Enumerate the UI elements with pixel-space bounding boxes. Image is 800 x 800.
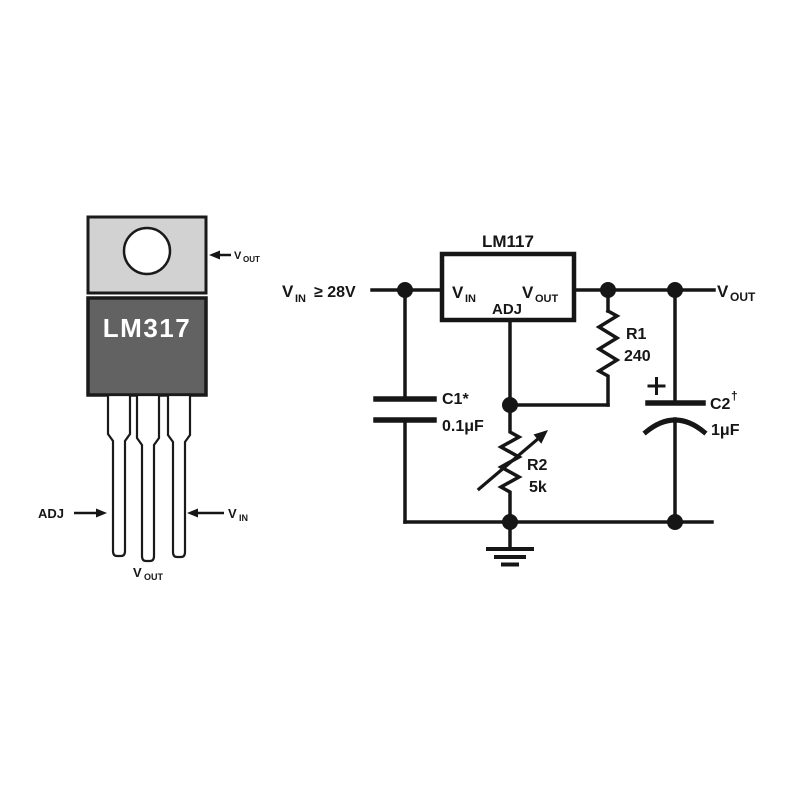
- vin-pin-label-base: V: [228, 506, 237, 521]
- adj-pin: [106, 393, 132, 558]
- chip-pin-vout-sub: OUT: [535, 293, 559, 305]
- r2-wiper-arrow-line: [476, 435, 542, 492]
- junction-dot: [397, 282, 413, 298]
- tab-pin-label-base: V: [234, 250, 242, 262]
- junction-dot: [502, 514, 518, 530]
- c2-capacitor-curved-plate: [642, 417, 708, 436]
- chip-pin-vin-sub: IN: [465, 293, 476, 305]
- output-label-base: V: [717, 282, 729, 301]
- input-label-base: V: [282, 282, 294, 301]
- r2-value: 5k: [529, 479, 547, 496]
- schematic-wires: [370, 251, 716, 567]
- vin-pin-label-sub: IN: [239, 513, 248, 523]
- c2-marker: †: [731, 389, 738, 403]
- c2-name: C2: [710, 396, 731, 413]
- vout-tab-arrowhead-icon: [209, 250, 220, 260]
- c2-value: 1μF: [711, 422, 740, 439]
- adj-callout: ADJ: [38, 506, 107, 521]
- chip-pin-adj: ADJ: [492, 301, 522, 318]
- vout-pin-callout: V OUT: [133, 565, 164, 582]
- c2-plus-icon: [647, 377, 666, 395]
- to220-package: LM317 V OUT ADJ V IN V: [38, 215, 260, 582]
- tab-pin-label-sub: OUT: [243, 255, 260, 264]
- part-number: LM317: [103, 313, 191, 343]
- adj-arrowhead-icon: [96, 508, 107, 518]
- chip-title: LM117: [482, 232, 534, 251]
- output-label-sub: OUT: [730, 290, 756, 304]
- adj-pin-label: ADJ: [38, 506, 64, 521]
- input-label-condition: ≥ 28V: [314, 284, 356, 301]
- r1-value: 240: [624, 348, 651, 365]
- input-label-sub: IN: [295, 293, 306, 305]
- vout-pin-label-base: V: [133, 565, 142, 580]
- regulator-box: [439, 251, 577, 323]
- c1-name: C1*: [442, 391, 469, 408]
- junction-dots: [397, 282, 683, 530]
- tab-vout-callout: V OUT: [209, 250, 260, 264]
- vout-pin-label-sub: OUT: [144, 572, 164, 582]
- vin-callout: V IN: [187, 506, 248, 523]
- r2-name: R2: [527, 457, 548, 474]
- package-body: [86, 296, 208, 397]
- r1-name: R1: [626, 326, 647, 343]
- c1-value: 0.1μF: [442, 418, 484, 435]
- mounting-hole-icon: [122, 226, 172, 276]
- junction-dot: [502, 397, 518, 413]
- r2-wiper-arrowhead-icon: [533, 430, 548, 444]
- junction-dot: [667, 282, 683, 298]
- junction-dot: [600, 282, 616, 298]
- chip-pin-vin-base: V: [452, 283, 464, 302]
- vin-pin: [166, 393, 192, 559]
- junction-dot: [667, 514, 683, 530]
- vin-arrowhead-icon: [187, 508, 198, 518]
- r1-resistor: [595, 308, 621, 407]
- regulator-schematic: LM117 V IN V OUT ADJ V IN ≥ 28V V OUT R1…: [282, 232, 756, 567]
- vout-pin: [135, 393, 161, 563]
- package-pins: [106, 393, 192, 563]
- chip-pin-vout-base: V: [522, 283, 534, 302]
